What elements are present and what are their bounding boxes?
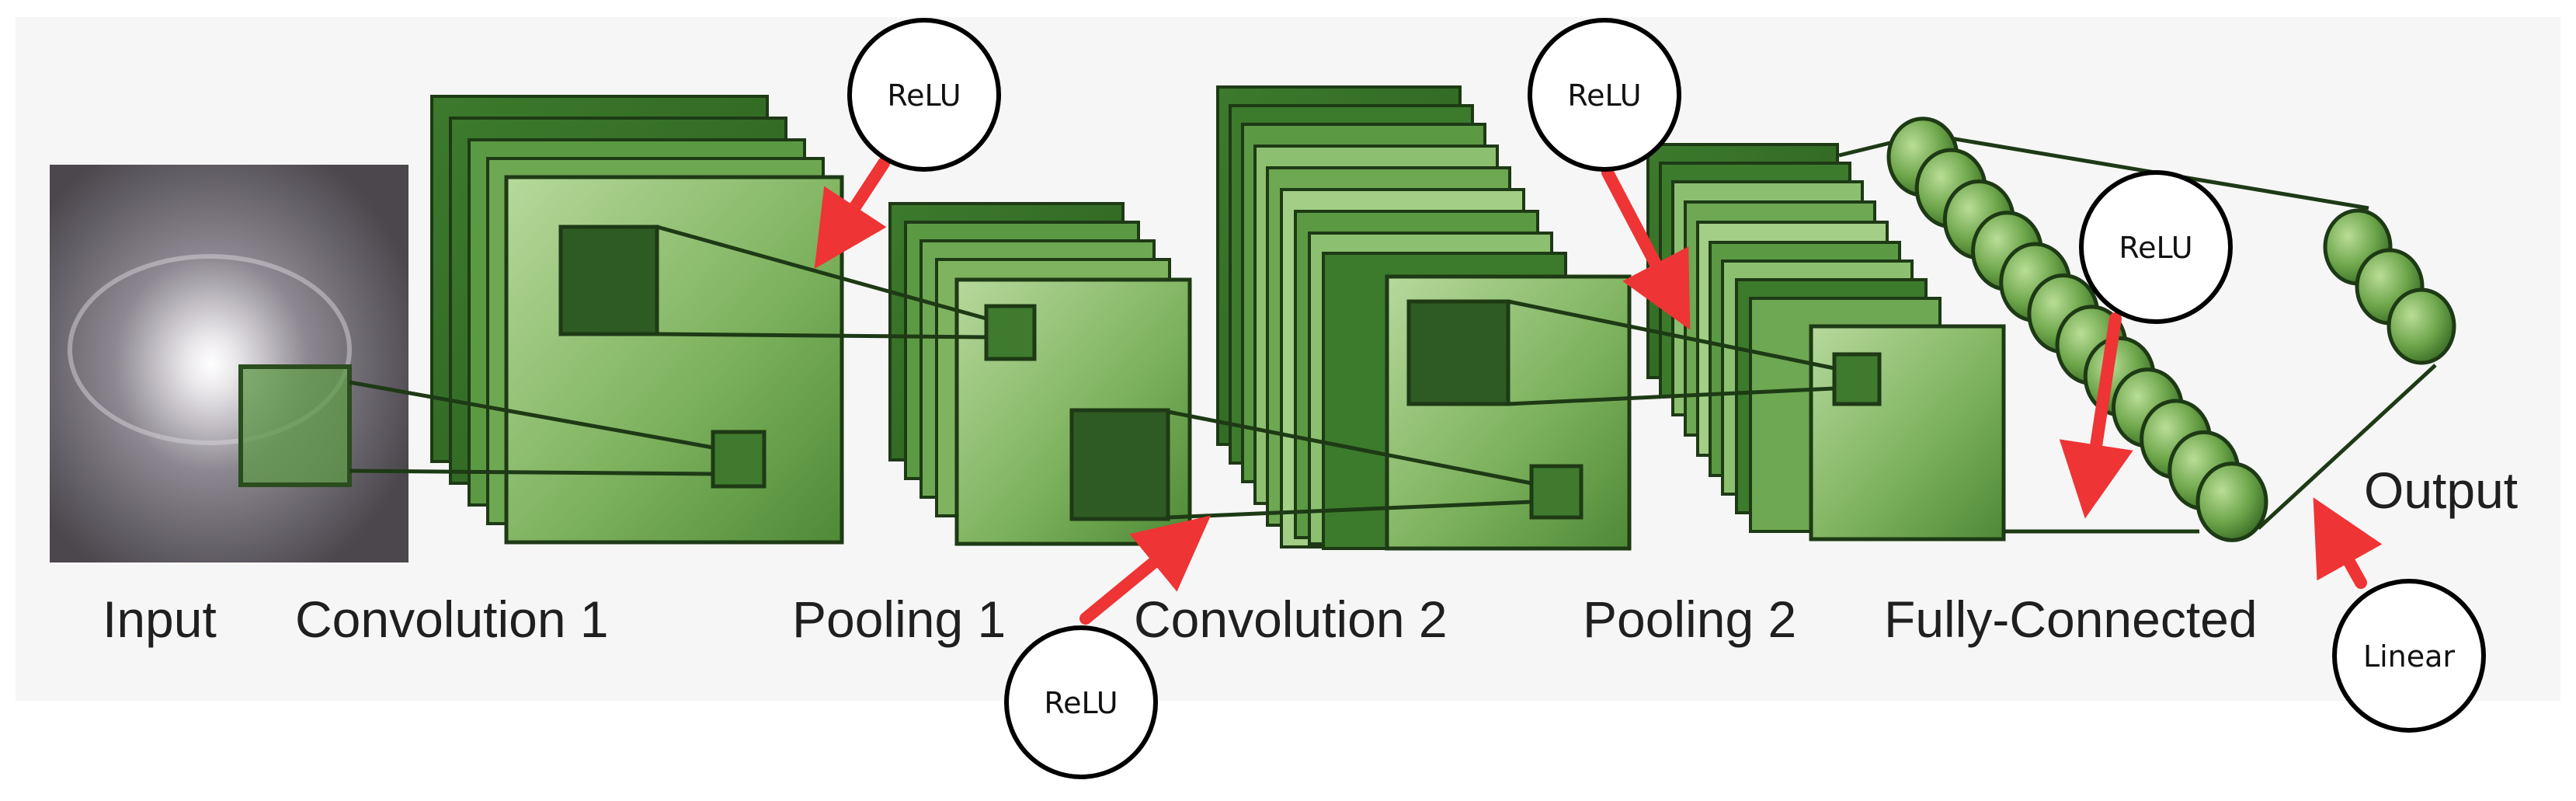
bubble-relu-pool1: ReLU bbox=[1004, 625, 1158, 779]
receptive-field-lines bbox=[349, 128, 2437, 534]
svg-text:ReLU: ReLU bbox=[2119, 231, 2192, 265]
svg-text:ReLU: ReLU bbox=[1044, 686, 1118, 720]
arrow-linear-output bbox=[2313, 497, 2383, 589]
fc-nodes bbox=[1886, 117, 2268, 542]
svg-text:ReLU: ReLU bbox=[1567, 78, 1641, 113]
fc-node bbox=[2195, 461, 2268, 542]
arrow-relu-pool1 bbox=[1079, 515, 1212, 625]
label-fc: Fully-Connected bbox=[1884, 590, 2258, 648]
output-node bbox=[2387, 287, 2456, 365]
label-pool1: Pooling 1 bbox=[792, 590, 1006, 648]
conv1-filter-region bbox=[558, 225, 659, 336]
svg-text:ReLU: ReLU bbox=[887, 78, 961, 113]
pool2-output-unit bbox=[1832, 352, 1882, 406]
label-input: Input bbox=[103, 590, 217, 648]
pool2-feature-maps bbox=[1646, 143, 2006, 542]
arrow-relu-conv1 bbox=[814, 157, 890, 270]
pool1-output-unit bbox=[984, 304, 1037, 361]
output-nodes bbox=[2323, 208, 2456, 365]
input-receptive-field bbox=[238, 364, 352, 487]
label-conv1: Convolution 1 bbox=[295, 590, 609, 648]
input-image bbox=[50, 165, 408, 562]
bubble-relu-fc: ReLU bbox=[2079, 170, 2233, 324]
svg-text:Linear: Linear bbox=[2363, 639, 2455, 674]
pool1-filter-region bbox=[1069, 408, 1170, 521]
label-pool2: Pooling 2 bbox=[1583, 590, 1796, 648]
bubble-relu-conv2: ReLU bbox=[1528, 18, 1681, 172]
conv2-filter-region bbox=[1406, 299, 1510, 406]
bubble-relu-conv1: ReLU bbox=[847, 18, 1001, 172]
arrow-relu-fc bbox=[2059, 312, 2133, 519]
activation-arrows bbox=[814, 157, 2383, 625]
label-conv2: Convolution 2 bbox=[1134, 590, 1448, 648]
label-output: Output bbox=[2364, 461, 2518, 519]
conv1-feature-maps bbox=[430, 95, 844, 545]
bubble-linear-output: Linear bbox=[2332, 579, 2486, 733]
arrow-relu-conv2 bbox=[1601, 166, 1691, 330]
conv2-feature-maps bbox=[1216, 85, 1632, 551]
conv2-output-unit bbox=[1529, 464, 1583, 520]
pool1-feature-maps bbox=[888, 202, 1192, 546]
conv1-output-unit bbox=[711, 430, 767, 489]
